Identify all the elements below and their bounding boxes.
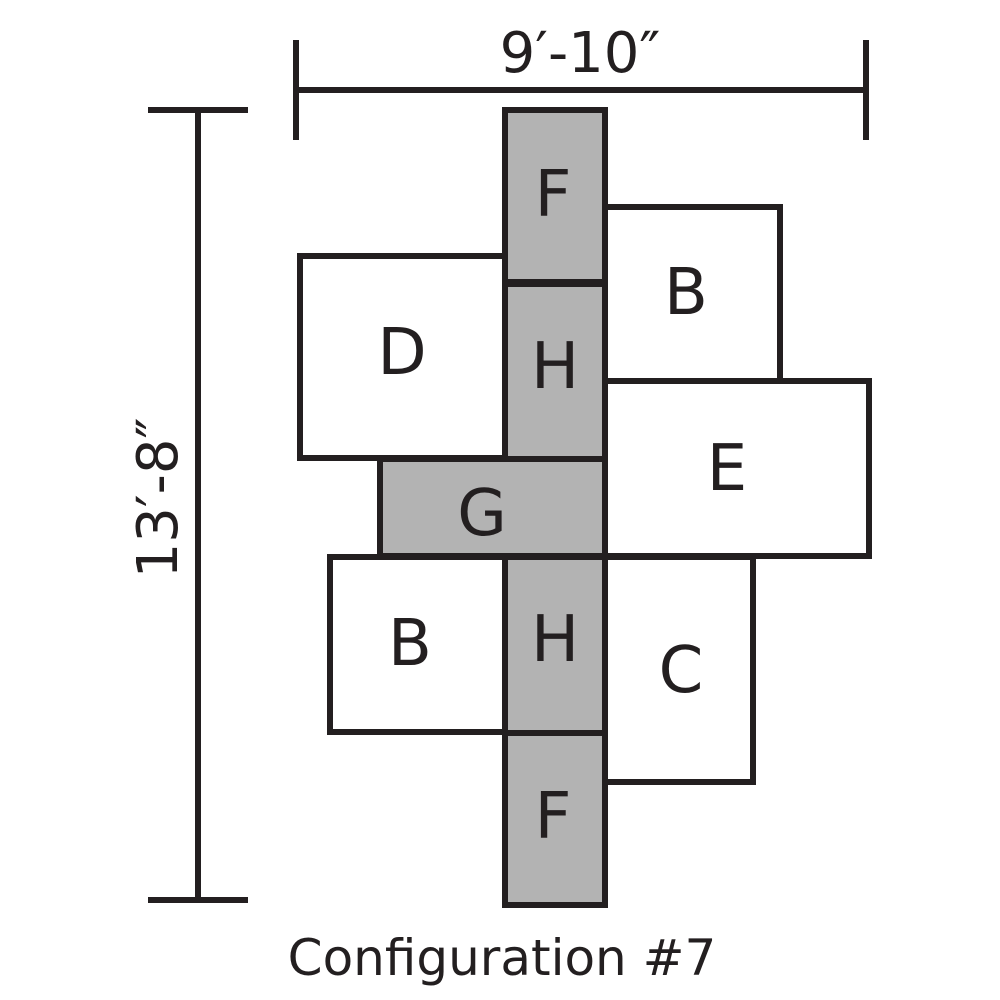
width-dimension: 9′-10″ <box>293 21 869 140</box>
piece-h-upper: H <box>502 281 608 462</box>
piece-f-top: F <box>502 107 608 285</box>
piece-f-top-label: F <box>535 158 572 232</box>
piece-b-upper-label: B <box>664 256 708 330</box>
piece-g-label: G <box>457 477 507 551</box>
piece-c-shape <box>602 554 756 785</box>
piece-layout: B D E B C F H G <box>297 107 872 908</box>
piece-e: E <box>602 378 872 559</box>
piece-b-lower-shape <box>327 554 508 735</box>
height-dimension: 13′-8″ <box>126 107 248 903</box>
piece-f-bottom-shape <box>502 730 608 908</box>
piece-b-upper-shape <box>602 204 783 384</box>
configuration-caption: Configuration #7 <box>288 929 717 987</box>
width-dimension-label: 9′-10″ <box>500 21 661 86</box>
piece-b-lower-label: B <box>388 607 432 681</box>
piece-g: G <box>377 456 608 559</box>
piece-h-upper-label: H <box>531 330 579 404</box>
piece-h-lower-label: H <box>531 603 579 677</box>
piece-h-lower: H <box>502 554 608 736</box>
piece-f-bottom: F <box>502 730 608 908</box>
piece-d: D <box>297 253 508 461</box>
piece-d-label: D <box>377 316 426 390</box>
piece-h-lower-shape <box>502 554 608 736</box>
piece-b-upper: B <box>602 204 783 384</box>
piece-c-label: C <box>659 634 704 708</box>
piece-e-label: E <box>707 432 747 506</box>
piece-c: C <box>602 554 756 785</box>
piece-g-shape <box>377 456 608 559</box>
piece-b-lower: B <box>327 554 508 735</box>
piece-f-bottom-label: F <box>535 780 572 854</box>
height-dimension-label: 13′-8″ <box>126 418 191 579</box>
